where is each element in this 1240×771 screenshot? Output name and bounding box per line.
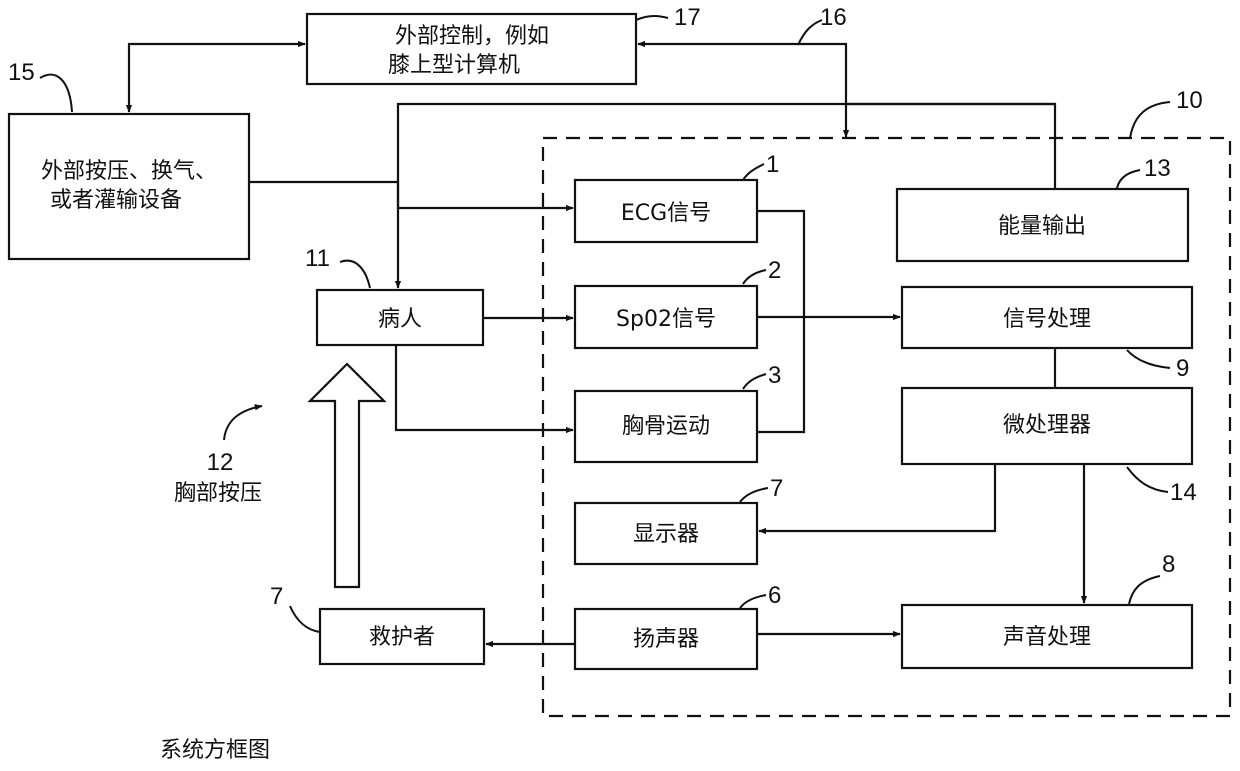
rescuer-label: 救护者	[369, 625, 435, 650]
chest-compression-number: 12	[207, 449, 234, 476]
signal-processing-label: 信号处理	[1003, 307, 1091, 332]
ecg-to-bus	[757, 211, 804, 432]
patient-to-sternum-link	[396, 345, 573, 430]
leader-6	[740, 595, 766, 608]
rescuer-box: 救护者	[320, 609, 484, 664]
micro-to-display-link	[759, 464, 995, 531]
speaker-box: 扬声器	[575, 609, 757, 669]
leader-12	[224, 406, 262, 440]
ref-7-rescuer: 7	[270, 583, 283, 610]
chest-compression-label: 胸部按压	[174, 481, 262, 506]
ref-6: 6	[768, 582, 781, 609]
external-control-line2: 膝上型计算机	[388, 53, 520, 78]
ref-11: 11	[305, 245, 330, 272]
spo2-signal-box: Sp02信号	[575, 286, 757, 348]
leader-16	[798, 20, 822, 45]
leader-7-rescuer	[290, 606, 320, 632]
microprocessor-label: 微处理器	[1003, 413, 1091, 438]
leader-10	[1130, 102, 1170, 138]
ref-10: 10	[1176, 87, 1203, 114]
leader-7-display	[740, 488, 768, 502]
ref-17: 17	[674, 4, 701, 31]
device-control-link	[129, 44, 305, 112]
speaker-label: 扬声器	[633, 627, 699, 652]
ref-7-display: 7	[770, 475, 783, 502]
leader-15	[40, 75, 72, 112]
leader-2	[743, 270, 766, 284]
microprocessor-box: 微处理器	[902, 388, 1192, 464]
leader-9	[1127, 350, 1170, 368]
device-to-ecg-link	[249, 182, 573, 208]
leader-14	[1127, 467, 1168, 492]
patient-label: 病人	[378, 307, 422, 332]
chest-compression-arrow	[310, 364, 384, 587]
leader-17	[636, 16, 668, 20]
ref-2: 2	[768, 257, 781, 284]
ref-1: 1	[766, 151, 779, 178]
energy-output-box: 能量输出	[897, 189, 1188, 261]
ref-3: 3	[768, 362, 781, 389]
leader-8	[1129, 576, 1160, 604]
energy-output-label: 能量输出	[998, 214, 1086, 239]
leader-11	[340, 261, 370, 288]
external-control-line1: 外部控制，例如	[395, 24, 549, 49]
patient-box: 病人	[317, 290, 483, 345]
sound-processing-label: 声音处理	[1003, 625, 1091, 650]
figure-caption: 系统方框图	[160, 738, 270, 763]
ref-16: 16	[820, 4, 847, 31]
leader-3	[743, 374, 766, 389]
ref-8: 8	[1162, 551, 1175, 578]
ecg-signal-box: ECG信号	[575, 180, 757, 242]
ref-9: 9	[1176, 355, 1189, 382]
external-device-line2: 或者灌输设备	[50, 188, 182, 213]
ref-14: 14	[1170, 479, 1197, 506]
display-box: 显示器	[575, 503, 757, 564]
sternum-motion-label: 胸骨运动	[622, 414, 710, 439]
ref-15: 15	[8, 59, 35, 86]
ref-13: 13	[1144, 155, 1171, 182]
display-label: 显示器	[633, 522, 699, 547]
sternum-motion-box: 胸骨运动	[575, 391, 757, 462]
ecg-signal-label: ECG信号	[621, 201, 711, 226]
spo2-signal-label: Sp02信号	[616, 307, 716, 332]
external-device-line1: 外部按压、换气、	[41, 159, 217, 184]
leader-1	[743, 164, 764, 180]
signal-processing-box: 信号处理	[902, 287, 1192, 348]
sound-processing-box: 声音处理	[902, 605, 1192, 668]
external-control-box: 外部控制，例如 膝上型计算机	[307, 14, 636, 84]
leader-13	[1117, 170, 1140, 188]
external-device-box: 外部按压、换气、 或者灌输设备	[9, 114, 249, 259]
